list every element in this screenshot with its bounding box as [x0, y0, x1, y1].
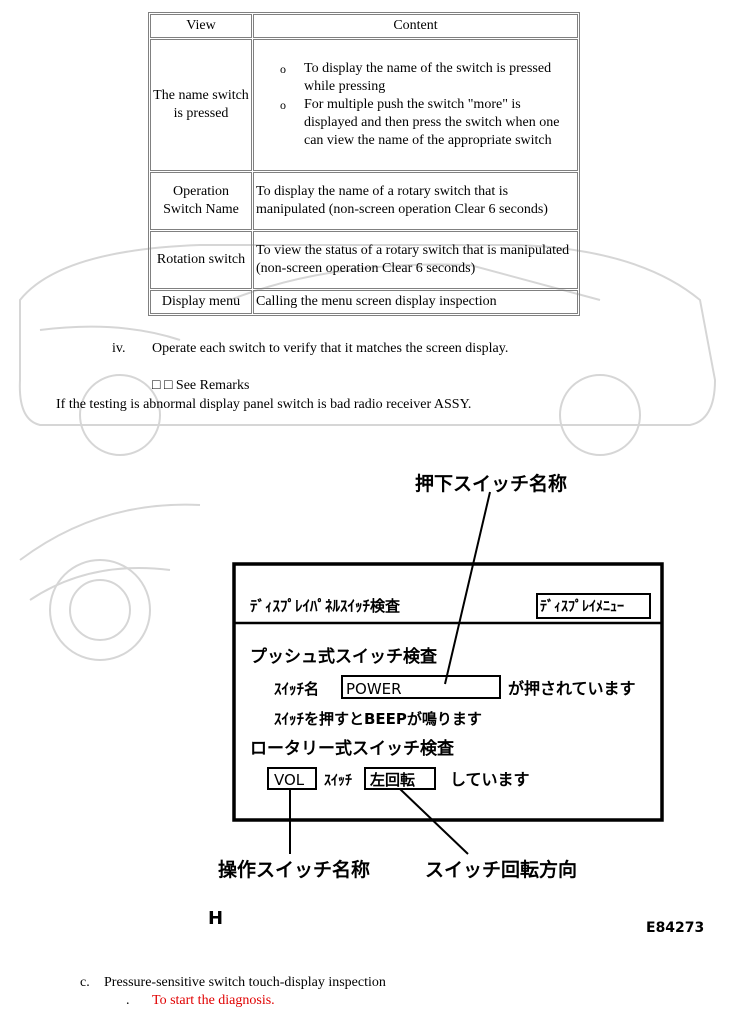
bullet-list: To display the name of the switch is pre… [256, 60, 575, 150]
bullet-dot: . [126, 993, 130, 1008]
screen-title: ﾃﾞｨｽﾌﾟﾚｲﾊﾟﾈﾙｽｲｯﾁ検査 [250, 597, 401, 615]
table-cell-content: To display the name of the switch is pre… [253, 39, 578, 171]
table-cell-content: To view the status of a rotary switch th… [253, 231, 578, 289]
sub-step-c: c. Pressure-sensitive switch touch-displa… [80, 975, 386, 991]
table-row: Display menu Calling the menu screen dis… [150, 290, 578, 314]
table-cell-content: Calling the menu screen display inspecti… [253, 290, 578, 314]
column-header-content: Content [253, 14, 578, 38]
table-row: The name switch is pressed To display th… [150, 39, 578, 171]
screen-frame [232, 562, 664, 822]
list-item: For multiple push the switch "more" is d… [280, 96, 575, 150]
list-item: To display the name of the switch is pre… [280, 60, 575, 96]
switch-name-field [341, 675, 501, 699]
pressed-text: が押されています [508, 679, 636, 698]
table-header-row: View Content [150, 14, 578, 38]
rotating-text: しています [450, 770, 530, 789]
table-cell-view: Operation Switch Name [150, 172, 252, 230]
diagram-svg: 押下スイッチ名称 ﾃﾞｨｽﾌﾟﾚｲﾊﾟﾈﾙｽｲｯﾁ検査 ﾃﾞｨｽﾌﾟﾚｲﾒﾆｭｰ… [208, 472, 704, 936]
rotary-name-field [267, 767, 317, 790]
table-row: Operation Switch Name To display the nam… [150, 172, 578, 230]
beep-text: ｽｲｯﾁを押すとBEEPが鳴ります [274, 710, 482, 728]
sub-step-number: c. [80, 975, 90, 990]
step-iv: iv. Operate each switch to verify that it… [112, 341, 508, 357]
display-panel-diagram: 押下スイッチ名称 ﾃﾞｨｽﾌﾟﾚｲﾊﾟﾈﾙｽｲｯﾁ検査 ﾃﾞｨｽﾌﾟﾚｲﾒﾆｭｰ… [200, 462, 720, 942]
rotary-name-value: VOL [274, 771, 305, 789]
switch-name-value: POWER [346, 680, 402, 698]
abnormal-note: If the testing is abnormal display panel… [56, 397, 472, 412]
menu-button[interactable] [536, 593, 651, 619]
step-text: Operate each switch to verify that it ma… [152, 341, 509, 356]
rotary-switch-heading: ロータリー式スイッチ検査 [250, 738, 455, 759]
callout-line [399, 788, 469, 855]
callout-rotation-direction: スイッチ回転方向 [425, 858, 577, 881]
menu-button-label: ﾃﾞｨｽﾌﾟﾚｲﾒﾆｭｰ [540, 598, 624, 615]
spec-table: View Content The name switch is pressed … [148, 12, 580, 316]
switch-name-label: ｽｲｯﾁ名 [274, 680, 319, 698]
see-remarks-link[interactable]: □ □ See Remarks [152, 378, 250, 393]
figure-letter: H [208, 908, 223, 929]
start-diagnosis-row: . To start the diagnosis. [126, 993, 275, 1009]
rotary-switch-label: ｽｲｯﾁ [324, 773, 352, 789]
rotation-direction-value: 左回転 [369, 771, 415, 789]
callout-pressed-switch-name: 押下スイッチ名称 [415, 472, 567, 495]
table-cell-view: Rotation switch [150, 231, 252, 289]
push-switch-heading: プッシュ式スイッチ検査 [250, 646, 438, 667]
sub-step-text: Pressure-sensitive switch touch-display … [104, 975, 386, 990]
figure-id: E84273 [646, 920, 704, 936]
table-cell-content: To display the name of a rotary switch t… [253, 172, 578, 230]
table-row: Rotation switch To view the status of a … [150, 231, 578, 289]
callout-line [444, 491, 491, 685]
callout-operation-switch-name: 操作スイッチ名称 [218, 858, 370, 881]
table-cell-view: The name switch is pressed [150, 39, 252, 171]
column-header-view: View [150, 14, 252, 38]
start-diagnosis-link[interactable]: To start the diagnosis. [152, 993, 275, 1008]
table-cell-view: Display menu [150, 290, 252, 314]
step-number: iv. [112, 341, 126, 356]
